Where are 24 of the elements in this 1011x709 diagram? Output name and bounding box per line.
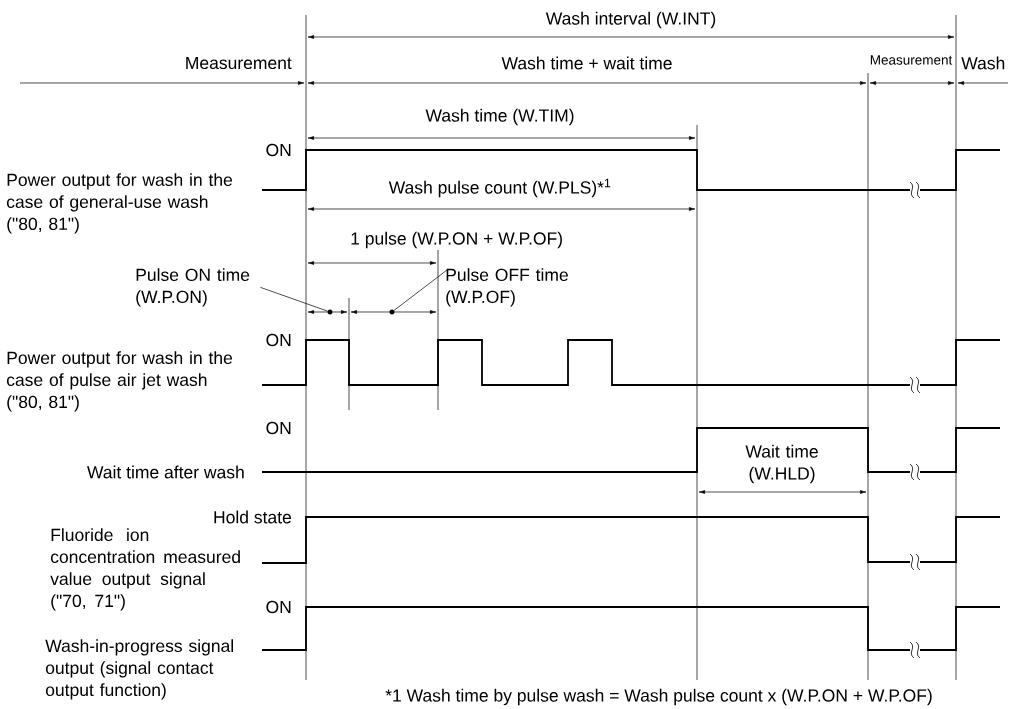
callout-text: Pulse OFF time (W.P.OF) [446, 268, 568, 307]
phase-label: Wash [961, 56, 1005, 70]
signal-name: Wash-in-progress signal output (signal contact output function) [45, 639, 233, 700]
level-label: ON [266, 421, 291, 435]
level-label: Hold state [214, 510, 291, 524]
callout-text: Pulse ON time (W.P.ON) [136, 268, 250, 307]
dimension-label: Wash time + wait time [501, 56, 672, 70]
dimension-label: Wash pulse count (W.PLS)*$^{1}$ [388, 178, 611, 198]
signal-name: Wait time after wash [87, 465, 244, 479]
phase-label: Measurement [186, 56, 292, 70]
footnote: *1 Wash time by pulse wash = Wash pulse count x (W.P.ON + W.P.OF) [385, 688, 932, 706]
phase-label: Measurement [870, 55, 953, 65]
dimension-label: Wait time (W.HLD) [745, 444, 818, 484]
dimension-label: Wash interval (W.INT) [545, 11, 716, 29]
dimension-label: Wash time (W.TIM) [425, 108, 574, 126]
level-label: ON [266, 143, 291, 157]
level-label: ON [266, 333, 291, 347]
dimension-label: 1 pulse (W.P.ON + W.P.OF) [351, 231, 562, 249]
signal-name: Power output for wash in the case of general-use wash ("80, 81") [6, 173, 233, 234]
leader-line [260, 287, 328, 312]
signal-name: Power output for wash in the case of pulse air jet wash ("80, 81") [6, 351, 233, 412]
level-label: ON [266, 600, 291, 614]
leader-line [393, 269, 448, 311]
signal-name: Fluoride ion concentration measured value output signal ("70, 71") [50, 528, 240, 611]
